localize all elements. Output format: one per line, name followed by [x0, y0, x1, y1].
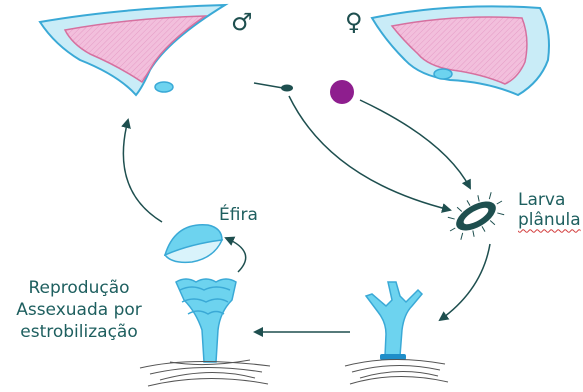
arrow-egg-to-larva [359, 99, 471, 190]
ephyra-label: Éfira [219, 205, 258, 225]
sperm-cell [253, 82, 293, 92]
female-medusa [370, 5, 550, 97]
arrow-strobila-to-ephyra [224, 236, 247, 273]
larva-label-line2: plânula [518, 210, 581, 231]
reproduction-line2: Assexuada por [16, 299, 142, 320]
male-symbol: ♂ [231, 8, 253, 36]
reproduction-line1: Reprodução [28, 278, 130, 298]
scyphistoma-polyp [364, 281, 424, 360]
female-symbol: ♀ [345, 8, 363, 36]
egg-cell [330, 80, 354, 104]
larva-planula-label: Larva plânula [518, 190, 581, 231]
arrow-larva-to-polyp [438, 243, 491, 322]
reproduction-line3: estrobilização [20, 321, 138, 342]
strobila-polyp [175, 278, 237, 363]
asexual-reproduction-label: Reprodução Assexuada por estrobilização [4, 278, 154, 343]
arrow-ephyra-to-medusa [121, 118, 163, 223]
male-medusa [38, 3, 229, 97]
ephyra [163, 224, 224, 264]
larva-label-line1: Larva [518, 190, 566, 210]
substrate-left [139, 359, 271, 387]
planula-larva [447, 192, 505, 240]
arrow-sperm-to-larva [288, 95, 452, 213]
substrate-right [344, 358, 449, 385]
